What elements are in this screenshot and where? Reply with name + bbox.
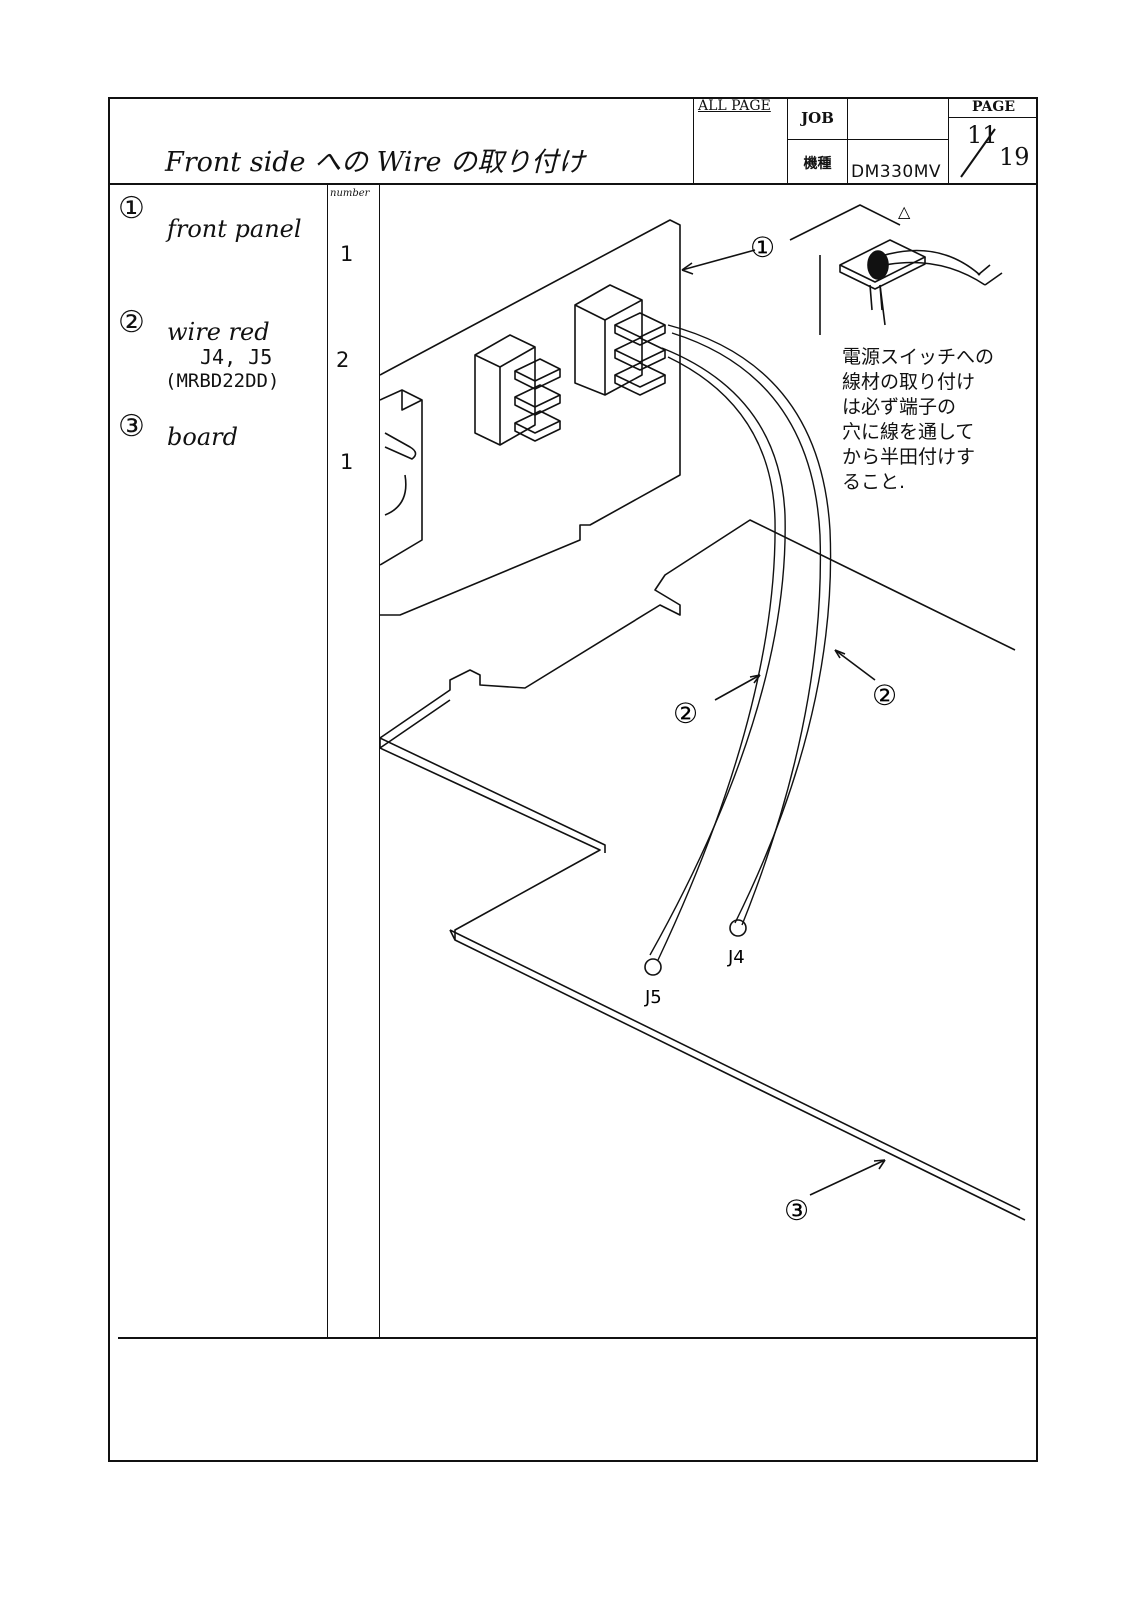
callout-front-panel: ① [750, 231, 775, 264]
job-label: JOB [801, 109, 834, 127]
all-page-label: ALL PAGE [698, 98, 771, 114]
note-line-1: 電源スイッチへの [842, 346, 995, 368]
note-line-3: は必ず端子の [842, 396, 957, 418]
part-number-3: 1 [340, 450, 354, 474]
page-label-box: PAGE [949, 97, 1038, 118]
leader-front-panel [681, 249, 756, 271]
note-line-2: 線材の取り付け [842, 371, 976, 393]
all-page-cell: ALL PAGE [693, 97, 787, 185]
note-line-6: ること. [842, 471, 906, 493]
callout-wire-right: ② [872, 679, 897, 712]
note-line-5: から半田付けす [842, 446, 976, 468]
model-value-cell: DM330MV [847, 140, 948, 185]
part-marker-3: ③ [118, 409, 145, 444]
part-name-2: wire red [167, 318, 270, 346]
right-terminal-block [574, 284, 666, 396]
leader-wire-right [834, 649, 876, 681]
footer-row [118, 1337, 1038, 1462]
drawing-frame [108, 97, 1038, 1462]
label-j5: J5 [644, 987, 662, 1008]
page-slash [960, 128, 996, 178]
callout-board: ③ [784, 1194, 809, 1227]
header-row [108, 97, 1038, 185]
red-wires [649, 324, 832, 961]
callout-wire-left: ② [673, 697, 698, 730]
model-value: DM330MV [851, 162, 942, 182]
j4-pad [729, 919, 747, 937]
soldering-note: 電源スイッチへの 線材の取り付け は必ず端子の 穴に線を通して から半田付けす … [842, 345, 994, 495]
page-total: 19 [999, 143, 1030, 171]
middle-terminal-block [474, 334, 561, 446]
assembly-illustration: ① ② ② ③ J4 J5 △ [380, 202, 1026, 1227]
number-header: number [330, 188, 370, 199]
parts-list [108, 185, 328, 1337]
job-value-cell [847, 97, 948, 140]
caution-symbol: △ [898, 202, 911, 221]
job-cell: JOB [787, 97, 847, 140]
page-cell: PAGE 11 19 [948, 97, 1038, 185]
number-column: number [328, 185, 380, 1337]
model-label: 機種 [803, 155, 832, 172]
left-switch [380, 389, 423, 566]
part-marker-2: ② [118, 305, 145, 340]
power-switch-detail [789, 204, 1003, 335]
model-cell: 機種 [787, 140, 847, 185]
part-marker-1: ① [118, 191, 145, 226]
front-panel-outline [380, 219, 681, 616]
left-switch-lever [384, 432, 417, 460]
leader-board [809, 1159, 886, 1196]
label-j4: J4 [727, 947, 745, 968]
part-name-3: board [167, 423, 238, 451]
part-name-1: front panel [167, 215, 302, 243]
j5-pad [644, 958, 662, 976]
page-label: PAGE [972, 99, 1015, 115]
page-current: 11 [967, 121, 998, 149]
board-outline [380, 519, 1026, 1221]
part-detail-2a: J4, J5 [200, 345, 273, 369]
part-number-2: 2 [336, 348, 350, 372]
page-title: Front side への Wire の取り付け [165, 147, 586, 178]
note-line-4: 穴に線を通して [842, 421, 975, 443]
part-detail-2b: (MRBD22DD) [165, 370, 280, 392]
leader-wire-left [714, 674, 761, 701]
part-number-1: 1 [340, 242, 354, 266]
